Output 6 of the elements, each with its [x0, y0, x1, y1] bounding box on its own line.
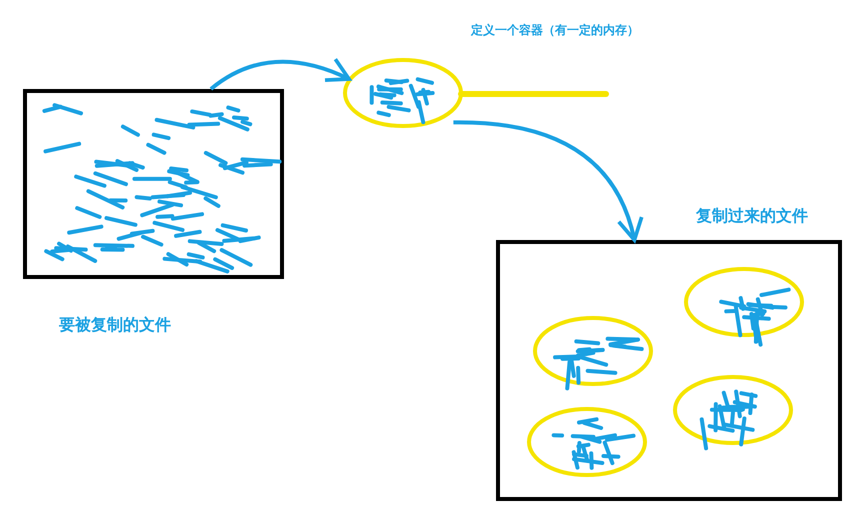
- container-note: 定义一个容器（有一定的内存）: [471, 22, 639, 39]
- file-heading: 复制过来的文件: [696, 206, 808, 227]
- arrow: [453, 120, 642, 242]
- arrow: [210, 58, 351, 91]
- container-ellipse: [527, 407, 647, 477]
- file-heading: 要被复制的文件: [59, 315, 171, 336]
